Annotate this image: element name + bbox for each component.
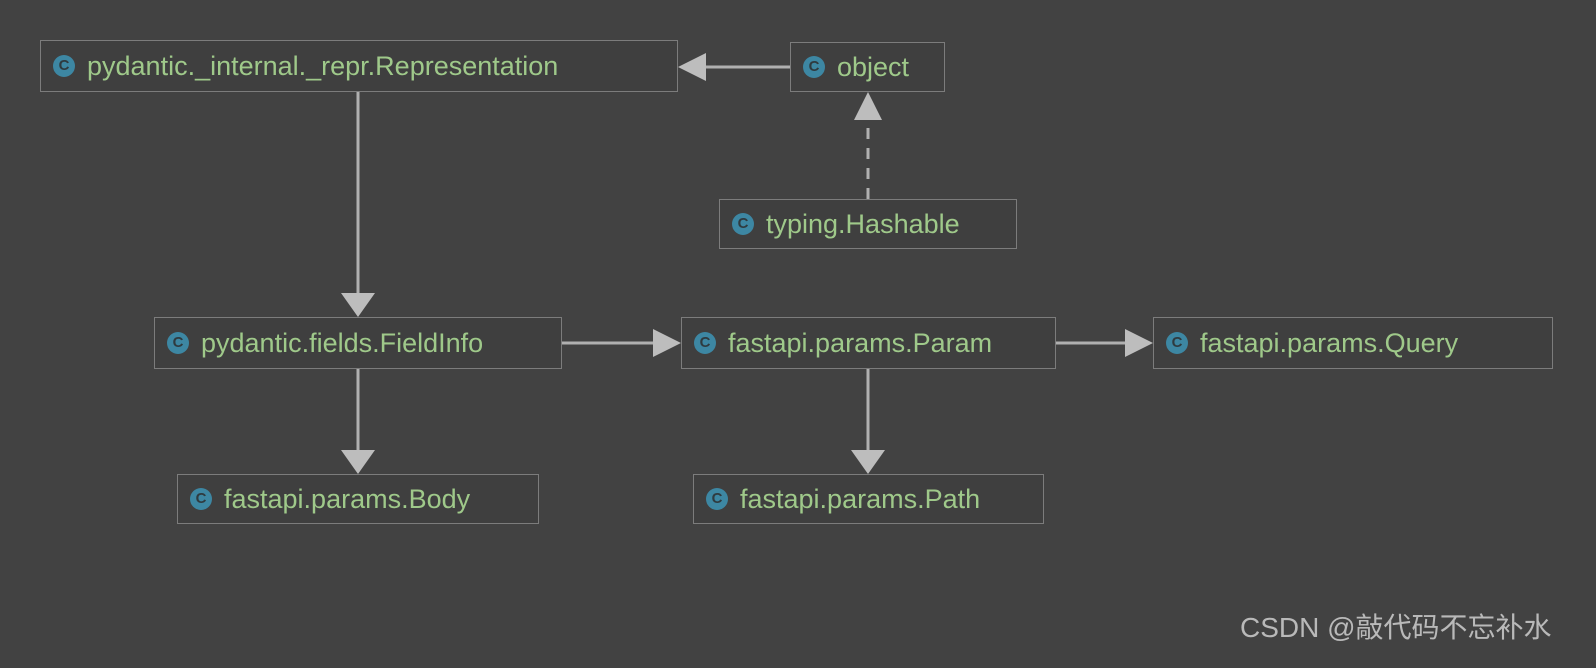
class-node-label: fastapi.params.Query: [1200, 328, 1459, 358]
watermark: CSDN @敲代码不忘补水: [1240, 612, 1552, 643]
class-node-label: fastapi.params.Path: [740, 484, 981, 514]
class-node-query[interactable]: C fastapi.params.Query: [1153, 317, 1553, 369]
class-icon: C: [694, 332, 716, 354]
class-node-object[interactable]: C object: [790, 42, 945, 92]
class-node-label: object: [837, 52, 910, 82]
class-node-param[interactable]: C fastapi.params.Param: [681, 317, 1056, 369]
class-icon: C: [190, 488, 212, 510]
class-node-path[interactable]: C fastapi.params.Path: [693, 474, 1044, 524]
edge-fieldinfo-to-param: [562, 329, 681, 357]
class-node-label: pydantic.fields.FieldInfo: [201, 328, 484, 358]
edge-param-to-path: [851, 369, 885, 474]
edge-hashable-to-object: [854, 92, 882, 199]
class-icon: C: [53, 55, 75, 77]
class-node-label: pydantic._internal._repr.Representation: [87, 51, 559, 81]
class-icon: C: [1166, 332, 1188, 354]
class-node-label: fastapi.params.Body: [224, 484, 471, 514]
class-node-label: typing.Hashable: [766, 209, 960, 239]
class-node-hashable[interactable]: C typing.Hashable: [719, 199, 1017, 249]
class-icon: C: [706, 488, 728, 510]
class-icon: C: [732, 213, 754, 235]
edge-representation-to-fieldinfo: [341, 92, 375, 317]
class-icon: C: [167, 332, 189, 354]
class-node-representation[interactable]: C pydantic._internal._repr.Representatio…: [40, 40, 678, 92]
class-node-fieldinfo[interactable]: C pydantic.fields.FieldInfo: [154, 317, 562, 369]
edge-fieldinfo-to-body: [341, 369, 375, 474]
class-node-label: fastapi.params.Param: [728, 328, 993, 358]
class-node-body[interactable]: C fastapi.params.Body: [177, 474, 539, 524]
edge-object-to-representation: [678, 53, 790, 81]
edge-param-to-query: [1056, 329, 1153, 357]
class-icon: C: [803, 56, 825, 78]
